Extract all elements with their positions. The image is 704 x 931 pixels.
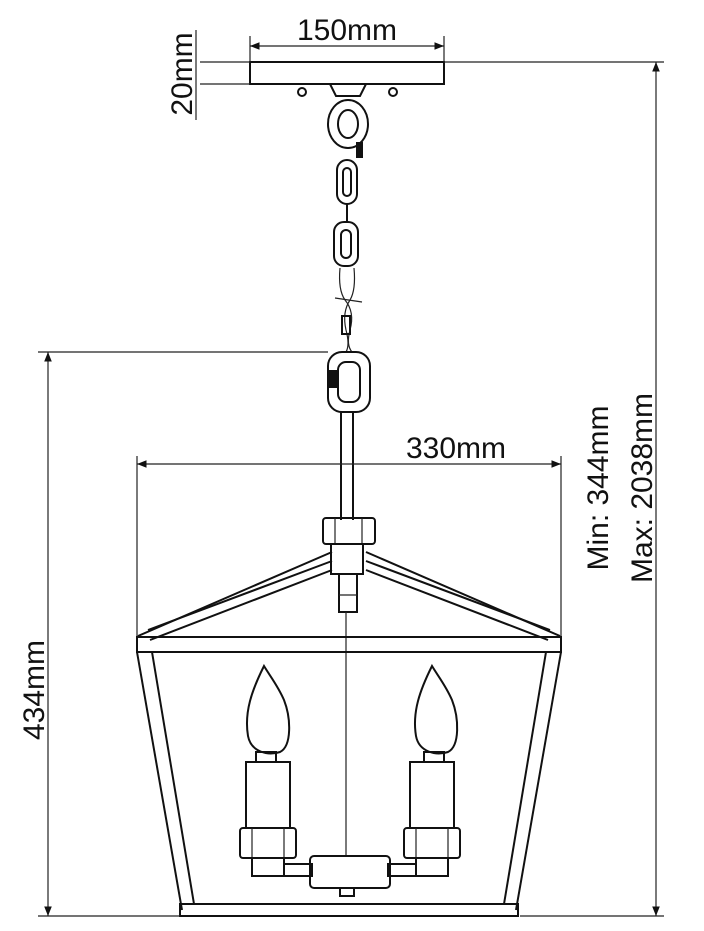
lantern-frame (136, 651, 562, 917)
candle-cluster-hub (283, 855, 417, 897)
dimension-overall-height (444, 61, 664, 917)
dimension-canopy-width (249, 36, 445, 62)
ceiling-canopy (200, 61, 445, 97)
candle-left (239, 663, 297, 877)
lantern-stem (322, 412, 376, 855)
canopy-width-label: 150mm (297, 14, 397, 47)
lantern-roof (136, 551, 562, 653)
dimension-lantern-width (136, 456, 562, 636)
dimension-lantern-height (38, 351, 328, 917)
hanging-chain (327, 99, 371, 413)
lantern-width-label: 330mm (406, 432, 506, 465)
overall-max-label: Max: 2038mm (626, 393, 659, 583)
overall-min-label: Min: 344mm (582, 405, 615, 570)
candle-right (403, 663, 461, 877)
canopy-height-label: 20mm (166, 32, 199, 115)
lantern-height-label: 434mm (18, 640, 51, 740)
